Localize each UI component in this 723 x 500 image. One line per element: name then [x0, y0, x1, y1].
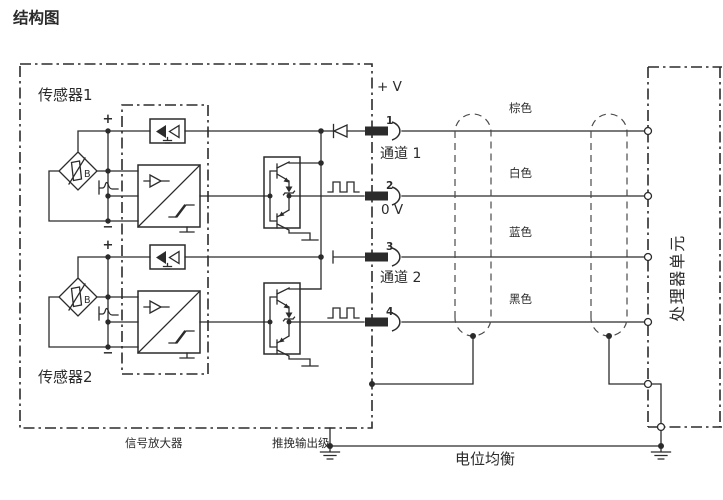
channel1-label: 通道 1 [380, 146, 421, 162]
pin3-number: 3 [386, 241, 393, 253]
earth-ground-right-icon [650, 445, 672, 460]
sensor1-plus-label: + [103, 112, 114, 127]
potential-equalization-line [329, 427, 662, 447]
plus-v-label: + V [377, 79, 403, 95]
diode-icon [332, 123, 348, 139]
sensor2-minus-label: − [103, 346, 114, 361]
cable-shield-2 [590, 113, 628, 337]
terminal-circle-housing [656, 422, 666, 432]
zero-v-label: 0 V [381, 202, 404, 218]
push-pull-stage-1 [263, 156, 365, 241]
page-title: 结构图 [12, 8, 60, 27]
pin1-number: 1 [386, 115, 393, 127]
potential-equalization-label: 电位均衡 [455, 450, 515, 468]
sensor2-label: 传感器2 [38, 368, 93, 386]
processor-unit-boundary [647, 66, 722, 428]
sensor-device-boundary [19, 63, 373, 429]
pin-connector-4 [364, 312, 401, 332]
pin4-number: 4 [386, 306, 393, 318]
shield1-drain-wire [373, 335, 474, 385]
push-pull-stage-2 [263, 282, 365, 367]
pin-connector-3 [364, 247, 401, 267]
channel2-label: 通道 2 [380, 270, 421, 286]
processor-shield-wire [650, 383, 662, 425]
signal-amplifier-label: 信号放大器 [125, 436, 183, 450]
shield2-drain-wire [608, 335, 645, 385]
pin3-stub [332, 250, 366, 264]
terminal-circle-3 [643, 252, 653, 262]
processor-unit-label: 处理器单元 [668, 234, 687, 322]
sensor1-minus-label: − [103, 220, 114, 235]
cable-shield-1 [454, 113, 492, 337]
bridge1-b-label: B [84, 169, 91, 180]
supply-rail [299, 130, 322, 290]
cable-wires [401, 130, 645, 323]
bridge2-b-label: B [84, 295, 91, 306]
terminal-circle-shield [643, 379, 653, 389]
wire-color-black: 黑色 [509, 292, 532, 306]
pin-connector-1 [364, 121, 401, 141]
sensor1-label: 传感器1 [38, 86, 93, 104]
signal-amplifier-boundary [121, 104, 209, 375]
wire-color-white: 白色 [509, 166, 532, 180]
wire-color-brown: 棕色 [509, 101, 532, 115]
push-pull-label: 推挽输出级 [272, 436, 330, 450]
sensor2-plus-label: + [103, 238, 114, 253]
pin2-number: 2 [386, 180, 393, 192]
terminal-circle-2 [643, 191, 653, 201]
terminal-circle-1 [643, 126, 653, 136]
terminal-circle-4 [643, 317, 653, 327]
wire-color-blue: 蓝色 [509, 225, 532, 239]
